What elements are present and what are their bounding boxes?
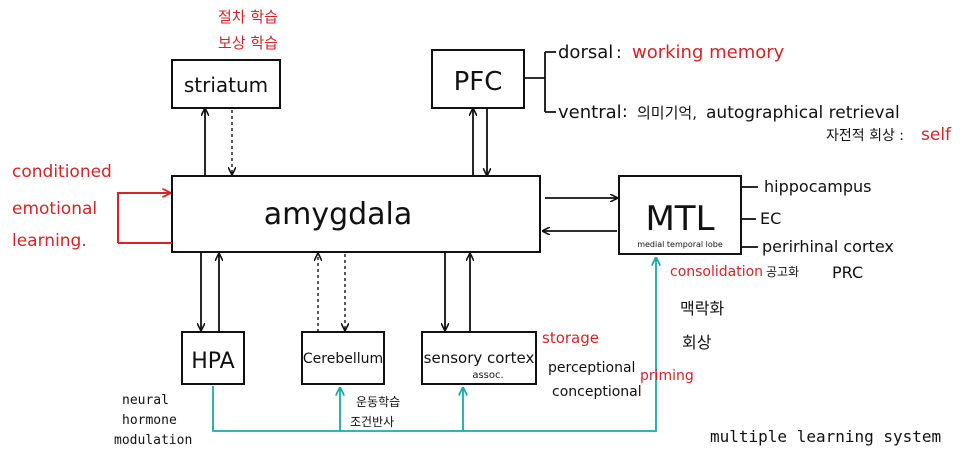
cerebellum-note-2: 조건반사 [350,415,394,429]
dorsal-role: working memory [632,42,785,63]
sensory-cortex-box [421,331,537,385]
cerebellum-box [301,331,385,385]
striatum-label: striatum [184,73,268,97]
mtl-item-hippocampus: hippocampus [764,177,872,196]
perceptional-label: perceptional [548,360,635,376]
sensory-cortex-sublabel: assoc. [472,370,503,381]
ventral-label: ventral [558,102,622,123]
recall-note: 회상 [682,333,712,352]
mtl-sublabel: medial temporal lobe [637,240,723,249]
pfc-label: PFC [454,67,503,97]
footer-title: multiple learning system [710,427,941,446]
hpa-note-2: hormone [122,413,177,428]
pfc-bracket [524,51,556,113]
ventral-role-ko: 의미기억, [637,104,697,122]
hpa-note-1: neural [122,393,169,408]
dorsal-label: dorsal [558,42,613,63]
hpa-note-3: modulation [114,433,192,448]
conceptional-label: conceptional [552,384,642,400]
mtl-label: MTL [645,199,714,239]
modulation-bus [212,258,656,432]
cerebellum-label: Cerebellum [303,351,383,367]
conditioned-label-2: emotional [12,199,97,219]
pfc-box [431,49,525,109]
mtl-item-ec: EC [760,209,781,228]
sensory-cortex-label: sensory cortex [424,349,535,367]
prc-label: PRC [832,263,863,282]
self-note-en: self [921,125,952,145]
cerebellum-note-1: 운동학습 [356,395,400,409]
striatum-box [171,59,281,109]
consolidation-label: consolidation [670,264,763,280]
conditioned-label-3: learning. [12,231,87,251]
dorsal-separator: : [616,43,622,63]
conditioned-loop-arrow [117,193,170,243]
storage-label: storage [542,329,599,347]
ventral-role-en: autographical retrieval [706,103,900,123]
striatum-note-2: 보상 학습 [218,34,278,52]
ventral-separator: : [622,102,628,122]
amygdala-label: amygdala [264,197,413,232]
self-note-ko: 자전적 회상 : [826,128,904,144]
hpa-box [181,331,245,385]
hpa-label: HPA [191,349,234,374]
mtl-item-perirhinal: perirhinal cortex [762,237,894,256]
conditioned-label-1: conditioned [12,162,112,182]
consolidation-ko: 공고화 [766,265,799,279]
priming-label: priming [640,368,694,384]
contextualization-note: 맥락화 [680,299,724,318]
striatum-note-1: 절차 학습 [218,8,278,26]
amygdala-box [171,175,541,253]
mtl-box [618,175,742,255]
